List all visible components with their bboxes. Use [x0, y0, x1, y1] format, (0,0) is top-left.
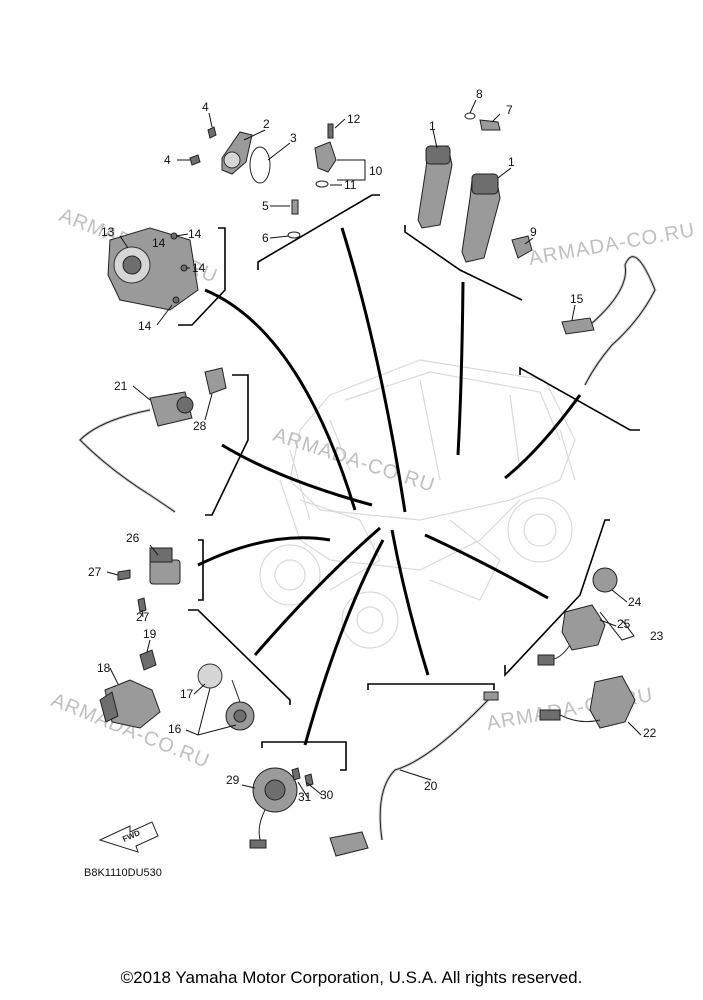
leader-lines [106, 99, 642, 799]
part-throttle-body [107, 227, 199, 311]
callout-28: 28 [193, 419, 207, 433]
callout-15: 15 [570, 292, 584, 306]
part-ignition-coils [417, 145, 501, 263]
callout-23: 23 [650, 629, 664, 643]
part-sensor-housing [189, 126, 271, 184]
callout-26: 26 [126, 531, 140, 545]
part-o2-sensor [561, 255, 657, 386]
callout-17: 17 [180, 687, 194, 701]
vehicle-outline [259, 359, 576, 649]
part-sensor-20 [329, 691, 499, 857]
callout-2: 2 [263, 117, 270, 131]
callout-22: 22 [643, 726, 657, 740]
callout-14c: 14 [138, 319, 152, 333]
part-7-8 [464, 112, 501, 131]
callout-14d: 14 [152, 236, 166, 250]
callout-16: 16 [168, 722, 182, 736]
callout-27b: 27 [136, 610, 150, 624]
callout-6: 6 [262, 231, 269, 245]
callout-30: 30 [320, 788, 334, 802]
callout-20: 20 [424, 779, 438, 793]
callout-14b: 14 [192, 261, 206, 275]
part-5-6 [287, 199, 301, 239]
part-sensor-21 [77, 367, 227, 514]
copyright-text: ©2018 Yamaha Motor Corporation, U.S.A. A… [120, 968, 583, 987]
callout-4b: 4 [164, 153, 171, 167]
callout-27a: 27 [88, 565, 102, 579]
callout-3: 3 [290, 131, 297, 145]
callout-4a: 4 [202, 100, 209, 114]
fwd-arrow-icon: FWD [98, 821, 159, 853]
callout-8: 8 [476, 87, 483, 101]
callout-19: 19 [143, 627, 157, 641]
callout-25: 25 [617, 617, 631, 631]
callout-10: 10 [369, 164, 383, 178]
part-sensor-23 [537, 567, 618, 666]
part-sensor-22 [539, 675, 636, 729]
callout-29: 29 [226, 773, 240, 787]
callout-31: 31 [298, 790, 312, 804]
callout-1a: 1 [429, 119, 436, 133]
watermark-2: ARMADA-CO.RU [527, 219, 697, 270]
callout-11: 11 [344, 178, 357, 192]
callout-7: 7 [506, 103, 513, 117]
group-brackets [178, 194, 640, 771]
part-relay-26 [117, 547, 181, 613]
callout-12: 12 [347, 112, 361, 126]
callout-1b: 1 [508, 155, 515, 169]
part-sensor-18 [99, 649, 161, 729]
callout-18: 18 [97, 661, 111, 675]
part-switch-16 [197, 663, 255, 731]
part-9 [511, 235, 533, 259]
callout-labels: 1 1 2 3 4 4 5 6 7 8 9 10 11 12 13 14 14 … [88, 87, 664, 804]
group-link-lines [197, 227, 582, 746]
part-sensor-29 [249, 767, 314, 849]
callout-9: 9 [530, 225, 537, 239]
callout-24: 24 [628, 595, 642, 609]
diagram-code: B8K1110DU530 [84, 867, 162, 879]
callout-14a: 14 [188, 227, 202, 241]
callout-13: 13 [101, 225, 115, 239]
callout-21: 21 [114, 379, 128, 393]
callout-5: 5 [262, 199, 269, 213]
part-sensor-10 [314, 123, 337, 188]
